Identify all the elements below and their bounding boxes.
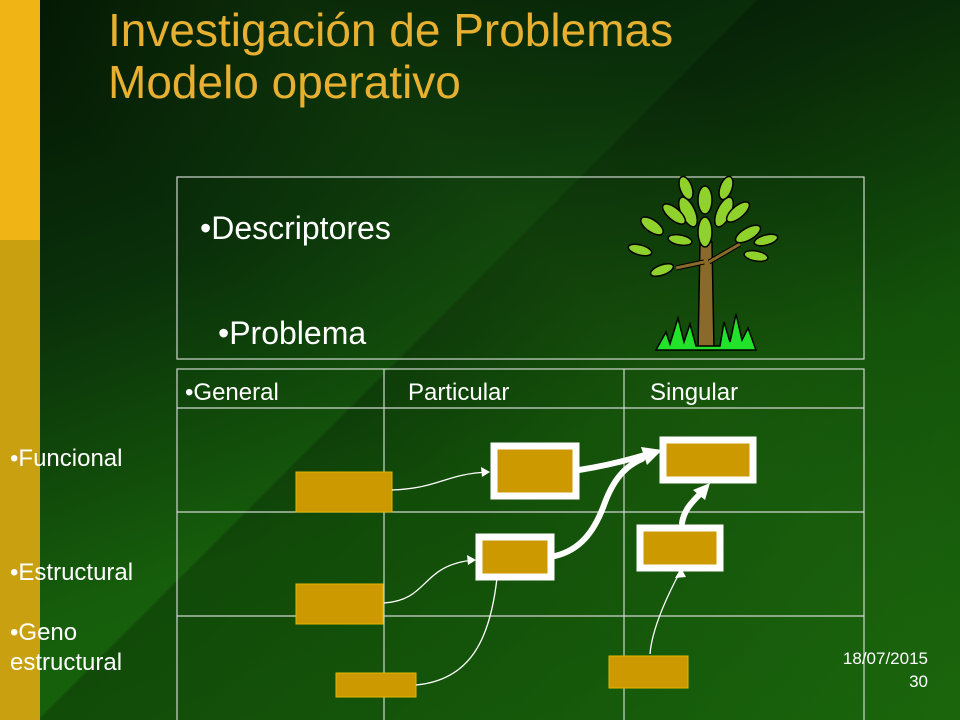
thin-arrows [383, 471, 681, 686]
accent-band-top [0, 0, 40, 240]
page-number: 30 [909, 672, 928, 691]
row-estructural: •Estructural [10, 559, 134, 586]
accent-band-bottom [0, 240, 40, 720]
descriptors-box [176, 176, 865, 360]
tree-icon [627, 175, 779, 351]
block-general-funcional [295, 471, 393, 513]
thin-arrowheads [467, 467, 686, 578]
classification-grid [176, 368, 865, 720]
title-line-2: Modelo operativo [108, 56, 461, 108]
slide-title: Investigación de Problemas Modelo operat… [108, 4, 673, 108]
block-particular-funcional [490, 442, 580, 500]
descriptores-label: •Descriptores [200, 210, 391, 246]
row-geno-estructural: •Geno estructural [10, 619, 123, 676]
row-funcional: •Funcional [10, 445, 123, 472]
thick-arrows [552, 452, 703, 559]
thick-arrowheads [641, 447, 710, 500]
column-singular: Singular [650, 379, 739, 406]
footer-date: 18/07/2015 [842, 649, 928, 668]
column-particular: Particular [408, 379, 510, 406]
problema-label: •Problema [218, 315, 367, 351]
block-general-estructural [295, 583, 384, 625]
column-general: •General [185, 379, 279, 406]
title-line-1: Investigación de Problemas [108, 4, 674, 56]
block-particular-estructural [475, 533, 555, 581]
block-singular-estructural [636, 524, 724, 572]
block-singular-funcional [659, 436, 757, 484]
block-general-geno [335, 672, 417, 698]
slide-footer: 18/07/2015 30 [830, 647, 928, 693]
block-singular-geno [608, 655, 689, 689]
